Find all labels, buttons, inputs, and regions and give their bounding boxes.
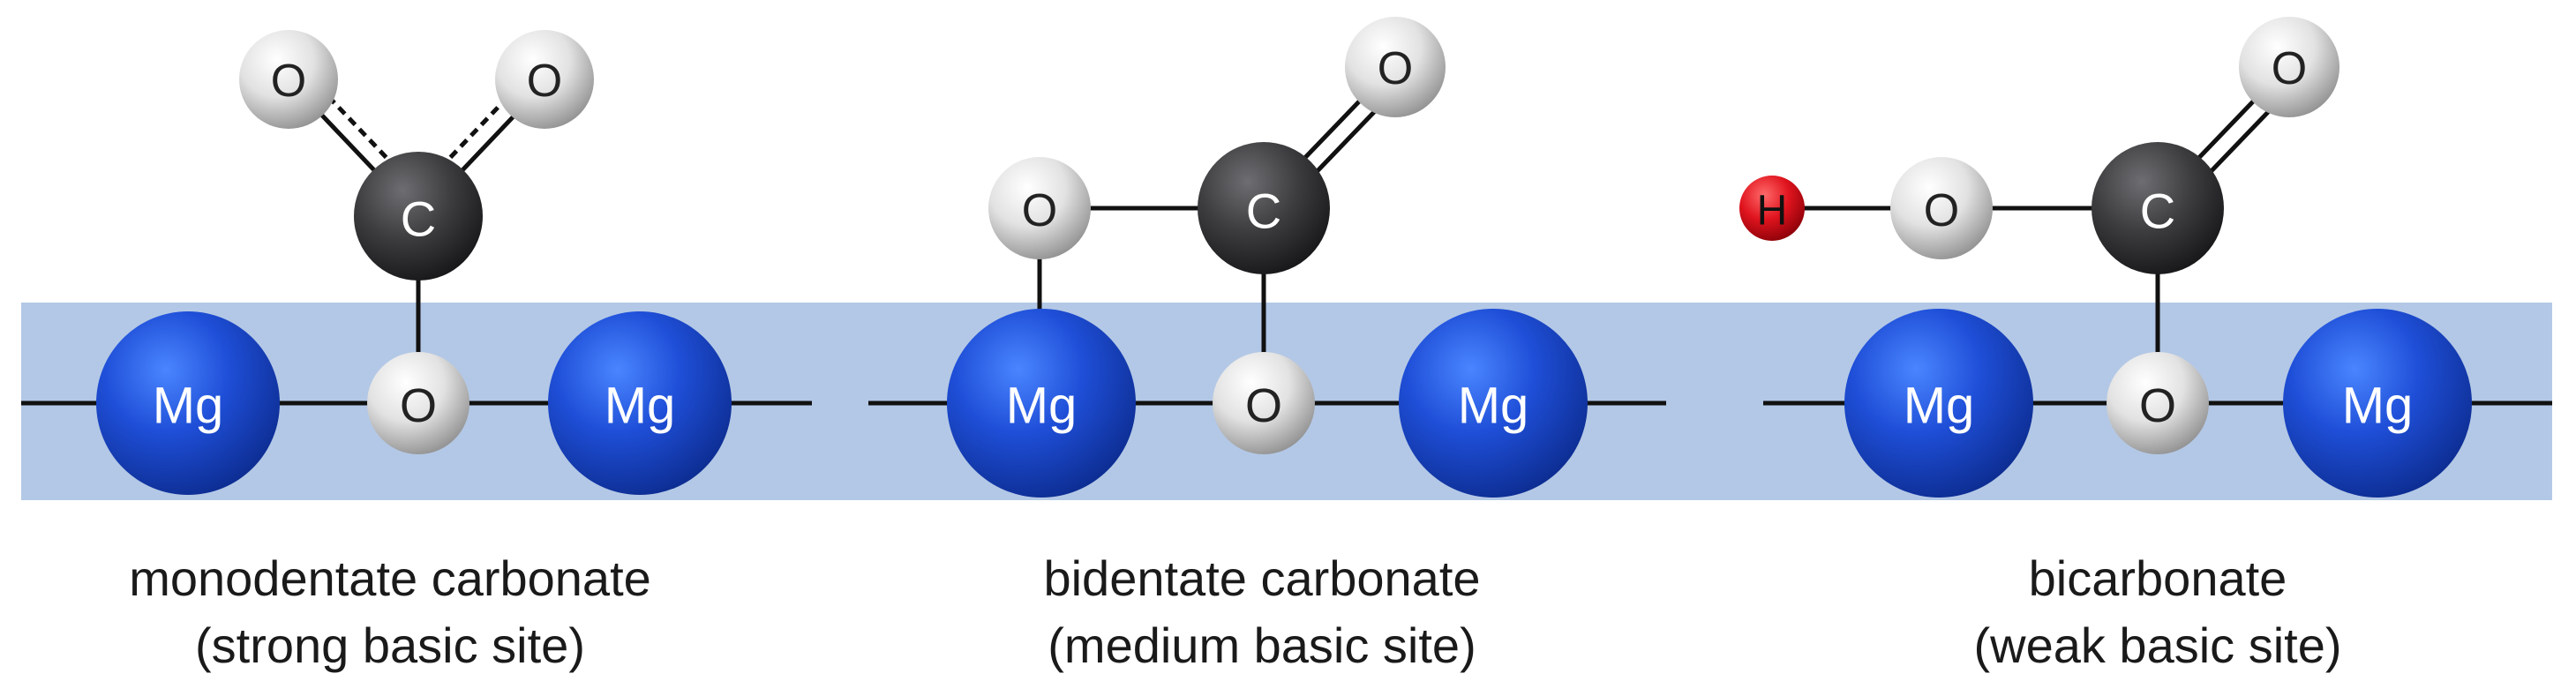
- svg-text:O: O: [2139, 379, 2176, 432]
- svg-text:O: O: [527, 56, 562, 107]
- svg-text:Mg: Mg: [2342, 378, 2414, 435]
- svg-text:O: O: [1022, 185, 1057, 236]
- caption-site: (weak basic site): [1973, 617, 2341, 673]
- panel-monodentate: O O C Mg O Mg monodentate carbonate (str…: [21, 30, 812, 673]
- svg-text:O: O: [1245, 379, 1282, 432]
- carbon-atom: C: [1198, 142, 1330, 274]
- svg-text:C: C: [401, 191, 436, 247]
- mg-atom: Mg: [1844, 309, 2033, 498]
- svg-text:Mg: Mg: [1904, 378, 1975, 435]
- oxygen-atom: O: [1345, 17, 1446, 117]
- carbon-atom: C: [354, 152, 483, 281]
- panel-bidentate: O O C Mg O Mg bidentate carbonate (mediu…: [868, 17, 1666, 673]
- svg-text:O: O: [1378, 43, 1413, 94]
- surface-oxygen-atom: O: [367, 352, 469, 454]
- panel-bicarbonate: H O O C Mg O Mg bicarbonate (weak basic …: [1739, 17, 2552, 673]
- mg-atom: Mg: [1399, 309, 1588, 498]
- carbon-atom: C: [2092, 142, 2224, 274]
- mg-atom: Mg: [548, 311, 732, 495]
- svg-text:C: C: [2140, 183, 2175, 239]
- caption-site: (medium basic site): [1048, 617, 1476, 673]
- mg-atom: Mg: [2283, 309, 2472, 498]
- svg-text:O: O: [271, 56, 306, 107]
- svg-text:O: O: [2272, 43, 2307, 94]
- svg-text:O: O: [1924, 185, 1959, 236]
- svg-text:Mg: Mg: [605, 378, 676, 435]
- mg-atom: Mg: [96, 311, 280, 495]
- svg-text:Mg: Mg: [153, 378, 224, 435]
- mg-atom: Mg: [947, 309, 1136, 498]
- caption-title: monodentate carbonate: [129, 550, 651, 606]
- caption-title: bidentate carbonate: [1043, 550, 1480, 606]
- oxygen-atom: O: [2239, 17, 2339, 117]
- svg-text:Mg: Mg: [1458, 378, 1529, 435]
- caption-site: (strong basic site): [195, 617, 585, 673]
- svg-text:C: C: [1246, 183, 1281, 239]
- oxygen-atom: O: [988, 157, 1091, 259]
- hydrogen-atom: H: [1739, 176, 1805, 241]
- oxygen-atom: O: [239, 30, 338, 129]
- svg-text:Mg: Mg: [1006, 378, 1078, 435]
- surface-oxygen-atom: O: [2107, 352, 2209, 454]
- oxygen-atom: O: [495, 30, 594, 129]
- svg-text:H: H: [1757, 188, 1788, 235]
- oxygen-atom: O: [1890, 157, 1993, 259]
- caption-title: bicarbonate: [2029, 550, 2287, 606]
- surface-oxygen-atom: O: [1213, 352, 1315, 454]
- svg-text:O: O: [400, 379, 437, 432]
